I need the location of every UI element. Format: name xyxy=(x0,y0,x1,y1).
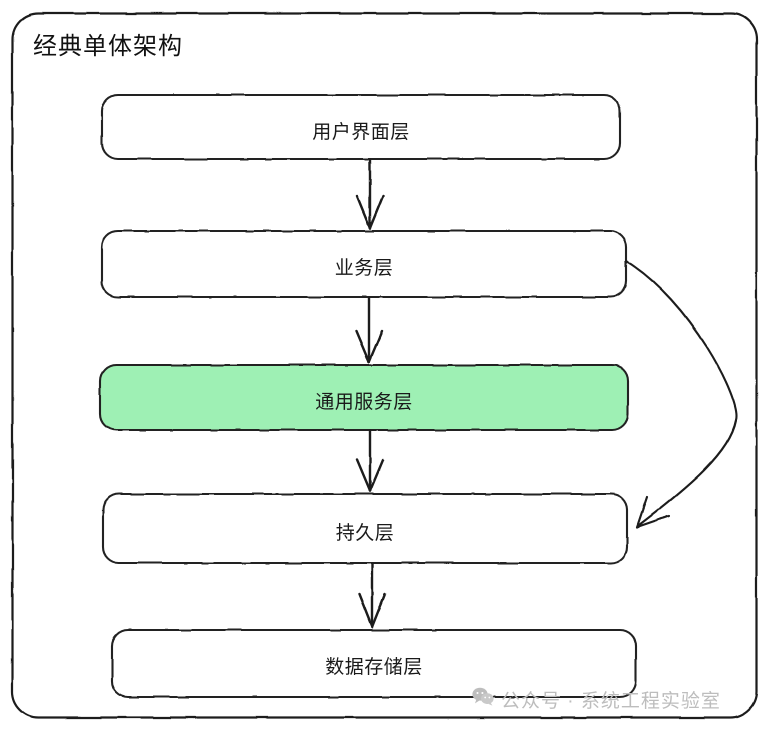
node-label-business-layer: 业务层 xyxy=(334,258,394,279)
arrow-common-to-persistence xyxy=(355,429,385,493)
node-label-ui-layer: 用户界面层 xyxy=(312,122,410,143)
node-box-ui-layer[interactable] xyxy=(100,93,622,161)
arrow-ui-to-business xyxy=(355,158,385,230)
wechat-icon xyxy=(472,687,494,712)
node-box-data-storage-layer[interactable] xyxy=(110,628,638,699)
watermark: 公众号 · 系统工程实验室 xyxy=(472,686,721,713)
arrow-business-to-common xyxy=(354,296,384,364)
node-label-data-storage-layer: 数据存储层 xyxy=(325,657,423,678)
arrow-business-bypass-to-persistence xyxy=(624,259,738,529)
page-title: 经典单体架构 xyxy=(33,33,183,60)
watermark-text: 公众号 · 系统工程实验室 xyxy=(501,691,721,712)
architecture-container-frame xyxy=(11,12,758,719)
arrow-persistence-to-storage xyxy=(357,562,387,629)
node-box-business-layer[interactable] xyxy=(100,229,628,299)
node-box-persistence-layer[interactable] xyxy=(101,492,629,565)
node-label-common-service-layer: 通用服务层 xyxy=(315,392,413,413)
node-label-persistence-layer: 持久层 xyxy=(335,523,395,544)
node-box-common-service-layer[interactable] xyxy=(98,363,630,432)
